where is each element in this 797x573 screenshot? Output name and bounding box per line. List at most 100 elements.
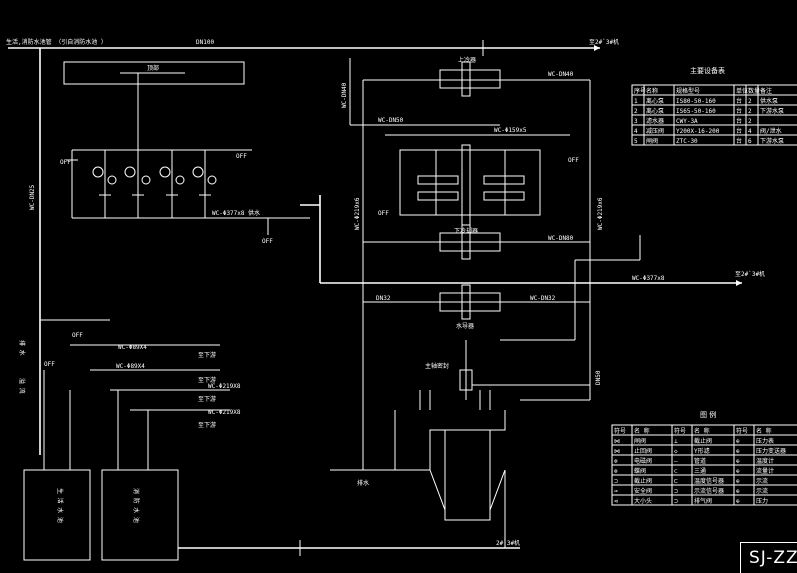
- legend-table-title: 图 例: [700, 410, 716, 419]
- equip-cell: 闸阀: [646, 137, 658, 145]
- water-guide-bearing: [439, 284, 501, 320]
- legend-cell: 截止阀: [694, 437, 712, 445]
- legend-cell: ⊐: [674, 498, 678, 505]
- equip-cell: 离心泵: [646, 107, 664, 115]
- equip-cell: 下游水泵: [760, 137, 784, 145]
- equip-header-cell: 备注: [760, 87, 772, 95]
- legend-header-cell: 名 称: [756, 427, 772, 435]
- legend-cell: ⊏: [674, 478, 678, 485]
- zhu-d-label: 至下游: [198, 421, 216, 429]
- equip-cell: ZTC-30: [676, 138, 698, 145]
- equip-cell: 供水泵: [760, 97, 778, 105]
- zhu-b-label: 至下游: [198, 376, 216, 384]
- legend-cell: 压力变送器: [756, 447, 786, 455]
- legend-cell: ⊲: [614, 498, 618, 505]
- cooler-left-vertical-label: WC-Φ219x6: [354, 197, 361, 230]
- tank2-label: 消 防 水 池: [132, 488, 140, 523]
- legend-cell: ⊕: [736, 468, 740, 475]
- legend-cell: ⊕: [736, 438, 740, 445]
- drawing-number: SJ-ZZ-C: [740, 542, 797, 573]
- vertical-dn40-label: WC-DN40: [341, 82, 348, 108]
- legend-cell: 压力: [756, 497, 768, 505]
- equip-header-cell: 序号: [634, 87, 646, 95]
- wc-159-label: WC-Φ159x5: [494, 127, 527, 134]
- lower-cooler-label: 下冷却器: [454, 227, 478, 235]
- tank-left: [23, 370, 91, 561]
- wc-dn32-label: WC-DN32: [530, 295, 556, 302]
- equip-cell: 2: [748, 108, 752, 115]
- tank-right: [101, 390, 179, 561]
- upper-cooler-label: 上冷器: [458, 56, 476, 64]
- wc-dn80-label: WC-DN80: [548, 235, 574, 242]
- equip-cell: 2: [748, 98, 752, 105]
- equip-cell: 离心泵: [646, 97, 664, 105]
- arrow-icon: [736, 280, 742, 286]
- bottom-pipe-label: 2#`3#机: [496, 539, 520, 547]
- legend-cell: 蝶阀: [634, 467, 646, 475]
- legend-cell: 示流: [756, 477, 768, 485]
- legend-cell: ⊗: [614, 458, 618, 465]
- legend-cell: 安全阀: [634, 487, 652, 495]
- distribution-box: [63, 61, 245, 85]
- dn100-label: DN100: [196, 39, 214, 46]
- lower-cooler: [439, 224, 501, 260]
- legend-cell: 流量计: [756, 467, 774, 475]
- legend-cell: ⊕: [736, 458, 740, 465]
- equip-header-cell: 名称: [646, 87, 658, 95]
- legend-cell: ◇: [674, 448, 678, 455]
- legend-cell: 示流信号器: [694, 487, 724, 495]
- turbine-body: [394, 390, 506, 521]
- equip-cell: IS65-50-160: [676, 108, 716, 115]
- equip-cell: 滤水器: [646, 117, 664, 125]
- water-guide-label: 水导器: [456, 322, 474, 330]
- mid-right-pipe-label: 至2#`3#机: [735, 270, 765, 278]
- legend-cell: ⊗: [614, 468, 618, 475]
- equip-cell: 4: [634, 128, 638, 135]
- legend-cell: 压力表: [756, 437, 774, 445]
- legend-cell: ⊂: [674, 468, 678, 475]
- legend-cell: ⊕: [736, 478, 740, 485]
- equip-cell: 2: [634, 108, 638, 115]
- shaft-seal-label: 主轴密封: [425, 362, 449, 370]
- right-vertical-label-2: DN50: [595, 370, 602, 385]
- legend-cell: 温度信号器: [694, 477, 724, 485]
- drain-label: 排水: [357, 479, 369, 487]
- legend-cell: ⊥: [674, 438, 678, 445]
- wc-377-left-label: WC-Φ377x8: [212, 210, 245, 217]
- zhu-c-label: 至下游: [198, 395, 216, 403]
- off-label-3: OFF: [262, 238, 273, 245]
- wc-219b-label: WC-Φ219X8: [208, 409, 241, 416]
- side-label-2: 溢 流: [18, 378, 26, 394]
- legend-cell: 大小头: [634, 497, 652, 505]
- wc-89a-label: WC-Φ89X4: [118, 344, 147, 351]
- legend-header-cell: 符号: [736, 427, 748, 435]
- off-label-7: OFF: [44, 361, 55, 368]
- equip-cell: 台: [736, 107, 742, 115]
- off-label-4: OFF: [378, 210, 389, 217]
- shaft-seal: [459, 369, 473, 391]
- legend-cell: 电磁阀: [634, 457, 652, 465]
- top-right-pipe-label: 至2#`3#机: [589, 38, 619, 46]
- equip-cell: 台: [736, 137, 742, 145]
- equip-cell: 6: [748, 138, 752, 145]
- equip-cell: 台: [736, 97, 742, 105]
- equip-cell: 台: [736, 127, 742, 135]
- zhu-a-label: 至下游: [198, 351, 216, 359]
- legend-header-cell: 符号: [674, 427, 686, 435]
- legend-cell: 排气阀: [694, 497, 712, 505]
- arrow-icon: [594, 45, 600, 51]
- left-vertical-label: WC-DN25: [29, 184, 36, 210]
- legend-cell: ⊸: [614, 488, 618, 495]
- right-vertical-label: WC-Φ219x6: [597, 197, 604, 230]
- legend-table: 符号名 称符号名 称符号名 称⋈闸阀⊥截止阀⊕压力表⋈止回阀◇Y形滤⊕压力变送器…: [611, 424, 797, 506]
- wc-dn50-label: WC-DN50: [378, 117, 404, 124]
- legend-cell: ⋈: [614, 438, 620, 445]
- legend-cell: ⊕: [736, 488, 740, 495]
- distribution-box-label: 顶部: [147, 64, 159, 72]
- cooler-bank: [399, 144, 541, 226]
- equip-cell: 阀/泄水: [760, 127, 782, 135]
- equip-cell: 3: [634, 118, 638, 125]
- legend-cell: 闸阀: [634, 437, 646, 445]
